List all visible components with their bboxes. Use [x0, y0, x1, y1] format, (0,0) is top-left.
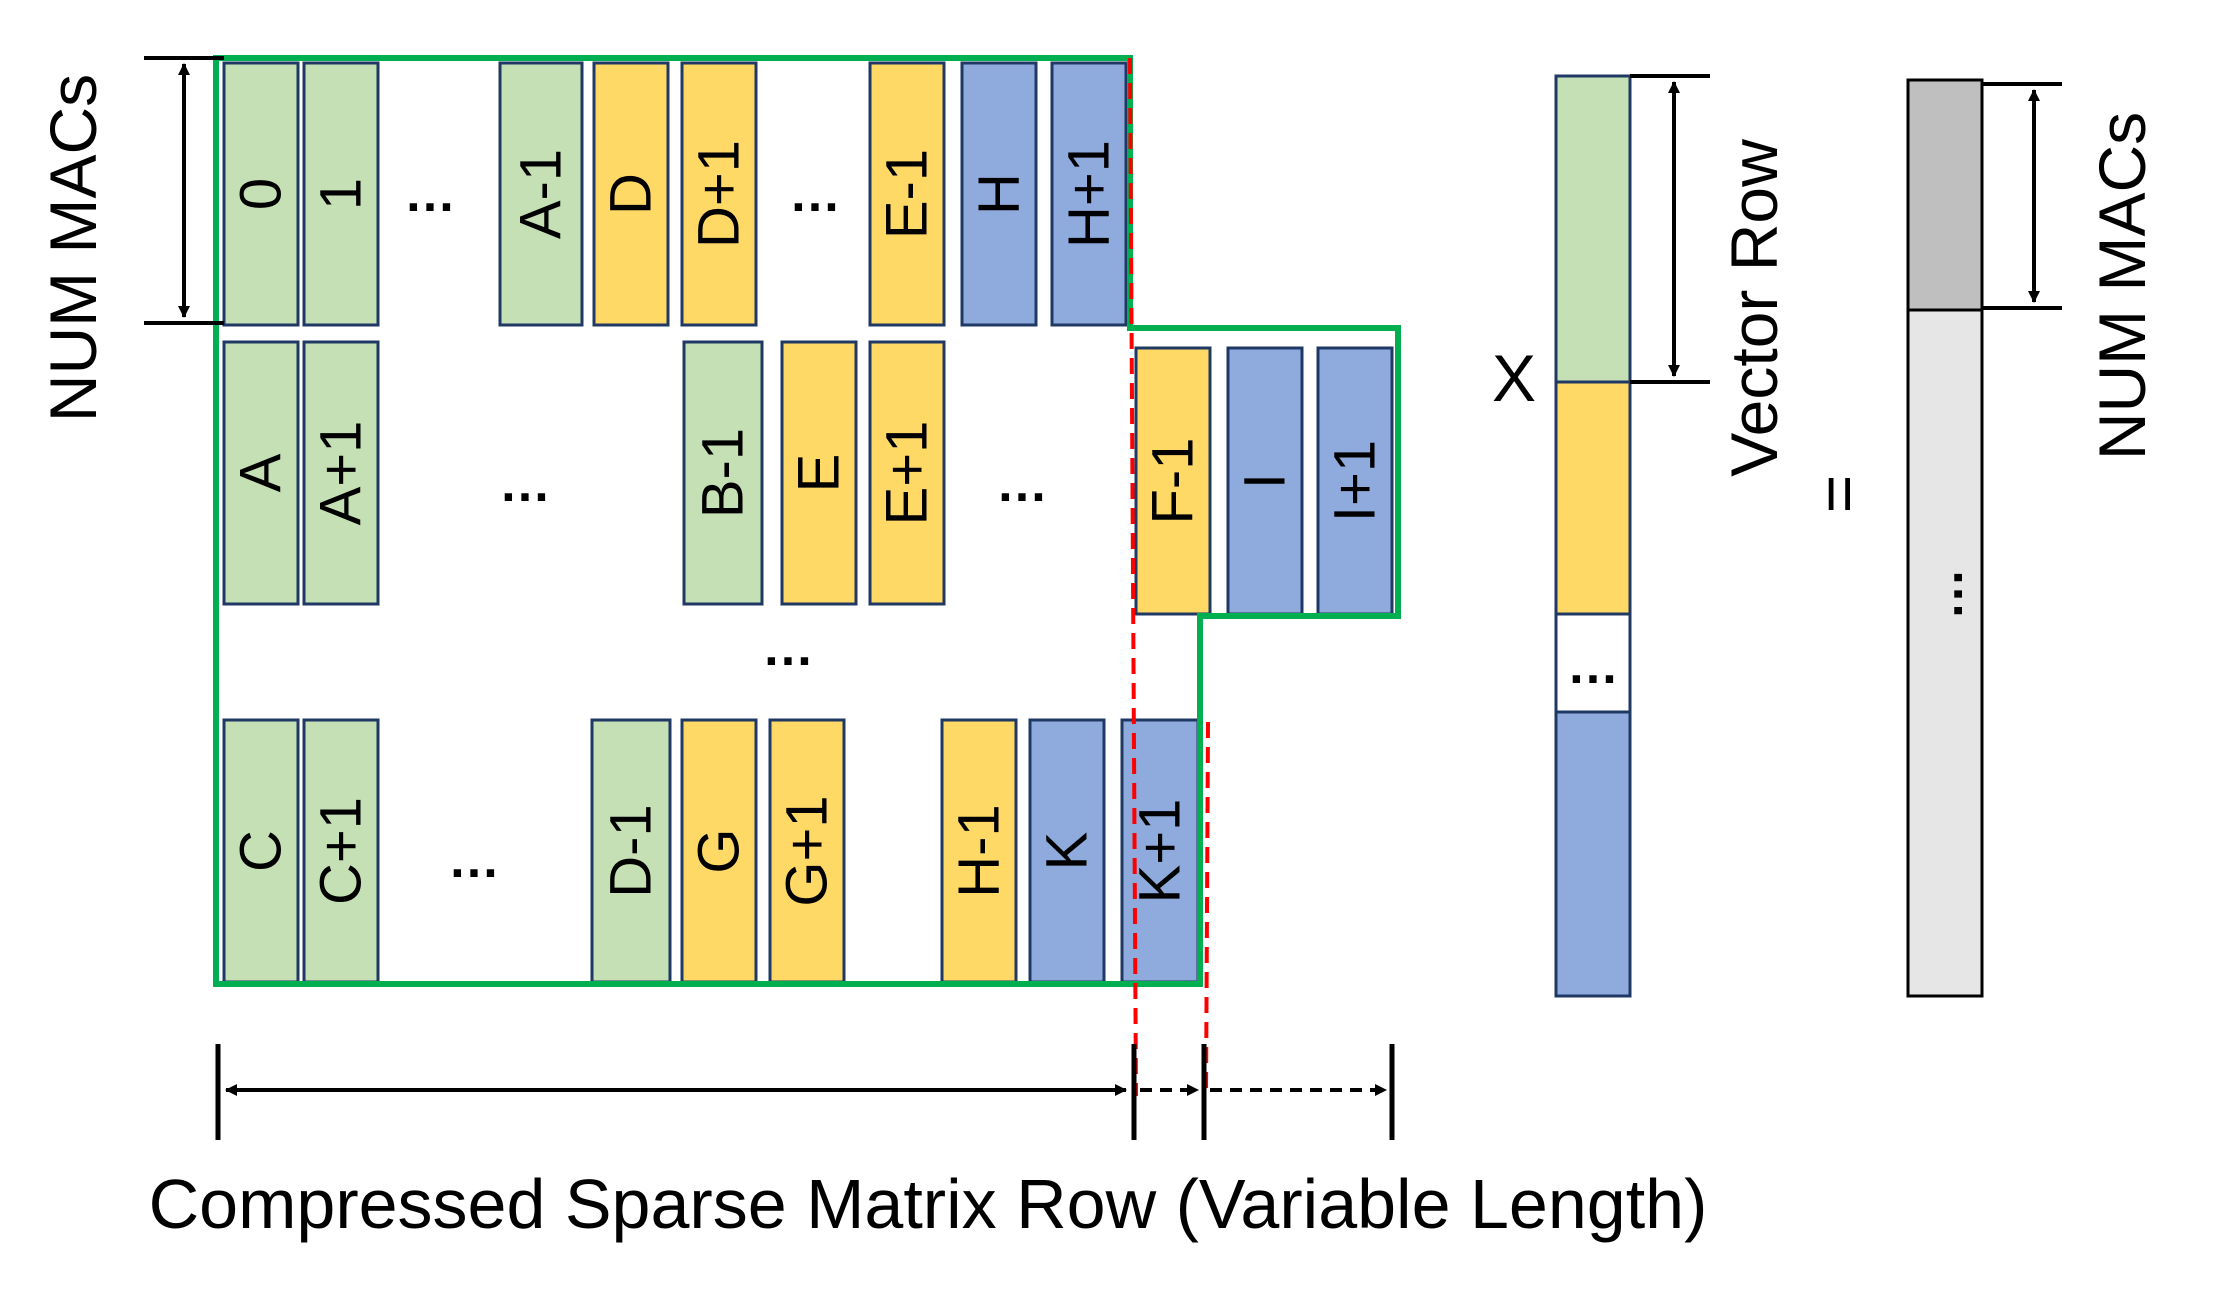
matrix-cell: D-1: [590, 718, 672, 984]
matrix-cell: E+1: [868, 340, 946, 606]
ellipsis: …: [996, 455, 1048, 513]
row-length-dimension: Compressed Sparse Matrix Row (Variable L…: [149, 1044, 1708, 1243]
cell-label: I+1: [1323, 440, 1388, 522]
matrix-cell: 1: [302, 61, 380, 327]
cell-label: 1: [309, 178, 374, 210]
matrix-cell: F-1: [1134, 346, 1212, 616]
matrix-cell: I+1: [1316, 346, 1394, 616]
vector-ellipsis: …: [1567, 637, 1619, 695]
matrix-cell: C+1: [302, 718, 380, 984]
matrix-cell: C: [222, 718, 300, 984]
matrix-cell: D: [592, 61, 670, 327]
cut-line-1: [1128, 57, 1138, 1097]
result-column: …: [1906, 78, 1984, 998]
matrix-cell: D+1: [680, 61, 758, 327]
cell-label: D+1: [687, 140, 752, 248]
matrix-cell: H-1: [940, 718, 1018, 984]
vector-segment: [1554, 380, 1632, 616]
cell-label: G+1: [775, 795, 840, 906]
cut-line-2: [1204, 721, 1210, 1097]
row-caption: Compressed Sparse Matrix Row (Variable L…: [149, 1165, 1708, 1243]
result-num-macs-dimension: NUM MACs: [1982, 82, 2159, 460]
cell-label: K: [1035, 831, 1100, 870]
matrix-cell: E-1: [868, 61, 946, 327]
matrix-cell: G: [680, 718, 758, 984]
matrix-cell: G+1: [768, 718, 846, 984]
result-segment-computed: [1906, 78, 1984, 312]
matrix-cell: 0: [222, 61, 300, 327]
ellipsis: …: [404, 165, 456, 223]
matrix-cell: B-1: [682, 340, 764, 606]
matrix-cell: H+1: [1050, 61, 1128, 327]
cell-label: I: [1233, 473, 1298, 489]
vector-row-dimension: Vector Row: [1630, 74, 1791, 477]
cell-label: E-1: [875, 149, 940, 239]
equals-operator: =: [1801, 475, 1875, 514]
cell-label: A-1: [509, 149, 574, 239]
ellipsis: …: [448, 831, 500, 889]
cell-label: E+1: [875, 421, 940, 526]
cell-label: C: [229, 830, 294, 872]
result-segment-remaining: [1906, 308, 1984, 998]
times-operator: X: [1492, 341, 1536, 415]
num-macs-dimension: NUM MACs: [36, 56, 224, 422]
cell-label: F-1: [1141, 438, 1206, 525]
cell-label: 0: [229, 178, 294, 210]
matrix-cell: H: [960, 61, 1038, 327]
cell-label: H+1: [1057, 140, 1122, 248]
matrix-cell: A: [222, 340, 300, 606]
result-num-macs-label: NUM MACs: [2085, 112, 2159, 460]
result-ellipsis: …: [1916, 568, 1974, 620]
vector-segment: [1554, 710, 1632, 998]
vector-segment: [1554, 74, 1632, 384]
num-macs-label: NUM MACs: [36, 74, 110, 422]
matrix-cell: A+1: [302, 340, 380, 606]
matrix-row-2: C C+1 … D-1 G G+1 H-1 K K+1: [222, 718, 1200, 984]
ellipsis: …: [762, 619, 814, 677]
cell-label: A: [229, 453, 294, 492]
cell-label: B-1: [691, 428, 756, 518]
ellipsis: …: [789, 165, 841, 223]
cell-label: K+1: [1128, 799, 1193, 904]
cell-label: D-1: [599, 804, 664, 897]
ellipsis: …: [499, 455, 551, 513]
cell-label: C+1: [309, 797, 374, 905]
cell-label: H: [967, 173, 1032, 215]
matrix-cell: E: [780, 340, 858, 606]
cell-label: G: [687, 828, 752, 873]
cell-label: E: [787, 454, 852, 493]
vector-row-label: Vector Row: [1717, 139, 1791, 477]
matrix-cell: K: [1028, 718, 1106, 984]
matrix-cell: A-1: [498, 61, 584, 327]
cell-label: D: [599, 173, 664, 215]
cell-label: A+1: [309, 421, 374, 526]
vector-column: …: [1554, 74, 1632, 998]
cell-label: H-1: [947, 804, 1012, 897]
matrix-row-0: 0 1 … A-1 D D+1 … E-1 H H+1: [222, 61, 1128, 327]
matrix-row-1: A A+1 … B-1 E E+1 … F-1 I I+1: [222, 340, 1394, 616]
matrix-cell: I: [1226, 346, 1304, 616]
